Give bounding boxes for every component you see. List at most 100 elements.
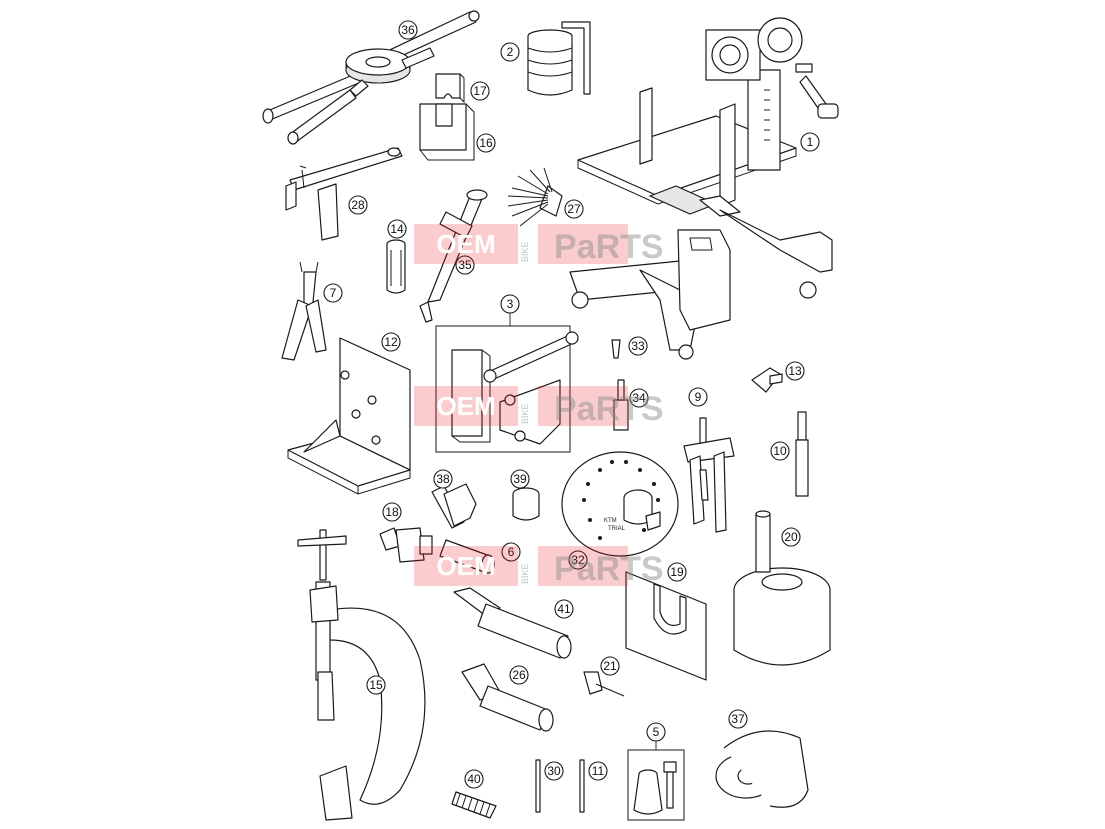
svg-text:PaRTS: PaRTS — [554, 390, 664, 428]
part-2-ring-compressor[interactable] — [527, 21, 591, 96]
svg-text:11: 11 — [592, 764, 605, 778]
callout-36: 36 — [398, 20, 418, 40]
svg-text:28: 28 — [351, 198, 365, 212]
part-36-puller[interactable] — [262, 10, 480, 145]
svg-text:27: 27 — [567, 202, 581, 216]
part-27-feeler-gauge[interactable] — [507, 167, 563, 227]
svg-text:7: 7 — [330, 286, 337, 300]
part-35-puller-pin[interactable] — [419, 189, 488, 323]
watermark-top: OEM BIKE PaRTS — [414, 224, 664, 266]
callout-32: 32 — [568, 550, 588, 570]
part-9-bearing-puller[interactable] — [683, 417, 735, 533]
callout-30: 30 — [544, 761, 564, 781]
part-18-mandrel[interactable] — [379, 527, 433, 563]
part-38-sleeve[interactable] — [431, 483, 477, 529]
svg-text:PaRTS: PaRTS — [554, 228, 664, 266]
part-39-sleeve[interactable] — [512, 487, 540, 521]
callout-15: 15 — [366, 675, 386, 695]
svg-text:13: 13 — [788, 364, 802, 378]
part-20-press-cup[interactable] — [733, 510, 831, 666]
svg-text:5: 5 — [653, 725, 660, 739]
part-33-bit[interactable] — [611, 339, 621, 359]
callout-2: 2 — [500, 42, 520, 62]
part-16-holding-plate[interactable] — [419, 103, 475, 161]
svg-text:34: 34 — [632, 391, 646, 405]
svg-text:17: 17 — [473, 84, 487, 98]
callout-5: 5 — [646, 722, 666, 750]
callout-19: 19 — [667, 562, 687, 582]
callout-10: 10 — [770, 441, 790, 461]
callout-37: 37 — [728, 709, 748, 729]
callout-41: 41 — [554, 599, 574, 619]
svg-text:18: 18 — [385, 505, 399, 519]
callout-28: 28 — [348, 195, 368, 215]
callout-40: 40 — [464, 769, 484, 789]
svg-text:21: 21 — [603, 659, 617, 673]
svg-text:3: 3 — [507, 297, 514, 311]
callout-38: 38 — [433, 469, 453, 489]
part-12-holding-fixture[interactable] — [287, 337, 411, 495]
svg-text:19: 19 — [670, 565, 684, 579]
part-32-disc-plate[interactable]: KTM TRIAL — [561, 451, 679, 557]
svg-text:10: 10 — [773, 444, 787, 458]
callout-39: 39 — [510, 469, 530, 489]
watermark-middle: OEM BIKE PaRTS — [414, 386, 664, 428]
part-1-engine-stand[interactable] — [569, 17, 839, 360]
callout-20: 20 — [781, 527, 801, 547]
svg-text:OEM: OEM — [436, 391, 495, 421]
part-30-pin[interactable] — [535, 759, 541, 813]
part-15-spring-compressor[interactable] — [297, 529, 426, 821]
svg-text:16: 16 — [479, 136, 493, 150]
part-21-key[interactable] — [583, 671, 625, 697]
part-26-socket[interactable] — [461, 663, 554, 732]
part-7-circlip-pliers[interactable] — [281, 261, 327, 361]
svg-text:12: 12 — [384, 335, 398, 349]
svg-text:36: 36 — [401, 23, 415, 37]
svg-text:15: 15 — [369, 678, 383, 692]
part-28-bracket-tool[interactable] — [285, 147, 403, 241]
callout-27: 27 — [564, 199, 584, 219]
callout-12: 12 — [381, 332, 401, 352]
part-34-adhesive-bottle[interactable] — [613, 379, 629, 431]
svg-text:35: 35 — [458, 258, 472, 272]
part-10-pin[interactable] — [795, 411, 809, 497]
svg-text:32: 32 — [571, 553, 585, 567]
svg-text:OEM: OEM — [436, 229, 495, 259]
part-11-pin[interactable] — [579, 759, 585, 813]
callout-35: 35 — [455, 255, 475, 275]
part-19-support-plate[interactable] — [625, 571, 707, 681]
svg-text:40: 40 — [467, 772, 481, 786]
callout-18: 18 — [382, 502, 402, 522]
part-14-sleeve[interactable] — [386, 239, 406, 294]
callout-26: 26 — [509, 665, 529, 685]
part-13-screw-knob[interactable] — [751, 367, 783, 393]
svg-text:BIKE: BIKE — [520, 403, 530, 424]
svg-text:PaRTS: PaRTS — [554, 550, 664, 588]
svg-text:1: 1 — [807, 135, 814, 149]
svg-text:37: 37 — [731, 712, 745, 726]
callout-11: 11 — [588, 761, 608, 781]
callout-21: 21 — [600, 656, 620, 676]
callout-17: 17 — [470, 81, 490, 101]
svg-text:2: 2 — [507, 45, 514, 59]
part-17-plate[interactable] — [435, 73, 465, 104]
callout-16: 16 — [476, 133, 496, 153]
svg-text:39: 39 — [513, 472, 527, 486]
callout-3: 3 — [500, 294, 520, 326]
svg-text:14: 14 — [390, 222, 404, 236]
part-3-fixture-set[interactable] — [435, 325, 579, 453]
svg-text:6: 6 — [508, 545, 515, 559]
part-40-spring[interactable] — [451, 791, 497, 819]
part-6-insert[interactable] — [439, 539, 495, 574]
disc-marking-ktm: KTM — [604, 518, 617, 524]
svg-text:BIKE: BIKE — [520, 241, 530, 262]
callout-7: 7 — [323, 283, 343, 303]
svg-text:OEM: OEM — [436, 551, 495, 581]
part-37-ring-tool[interactable] — [715, 730, 809, 808]
disc-marking-trial: TRIAL — [608, 526, 626, 532]
part-5-sleeve-bolt[interactable] — [627, 749, 685, 821]
svg-text:33: 33 — [631, 339, 645, 353]
svg-text:38: 38 — [436, 472, 450, 486]
part-41-sleeve[interactable] — [453, 587, 572, 659]
callout-14: 14 — [387, 219, 407, 239]
